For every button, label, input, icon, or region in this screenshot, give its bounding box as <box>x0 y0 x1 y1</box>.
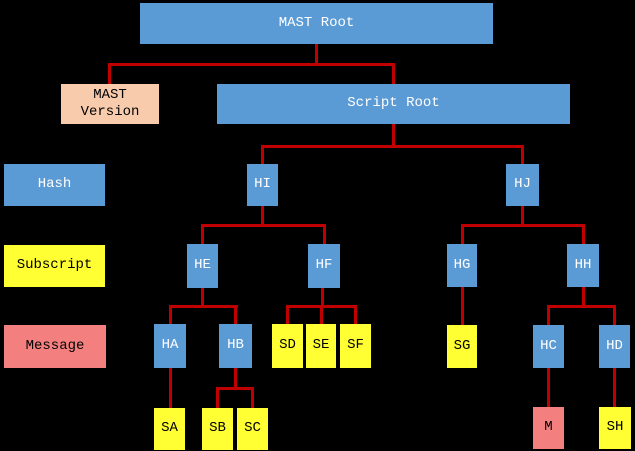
node-hd: HD <box>599 325 630 368</box>
edge-scriptroot-bar <box>261 145 524 148</box>
edge-hi-stem <box>261 206 264 224</box>
edge-drop-hg <box>461 227 464 244</box>
edge-he-stem <box>201 288 204 305</box>
node-sd: SD <box>272 324 303 368</box>
edge-hb-bar <box>216 387 254 390</box>
edge-hi-bar <box>201 224 326 227</box>
edge-drop-hh <box>582 227 585 244</box>
edge-drop-hd <box>613 308 616 325</box>
edge-drop-ha <box>169 308 172 324</box>
node-sc: SC <box>237 408 268 450</box>
edge-mastroot-stem <box>315 44 318 64</box>
node-hi: HI <box>247 164 278 206</box>
node-sf: SF <box>340 324 371 368</box>
edge-drop-hc <box>547 308 550 325</box>
edge-drop-se <box>320 308 323 324</box>
node-sb: SB <box>202 408 233 450</box>
node-hc: HC <box>533 325 564 368</box>
edge-hg-sg <box>461 287 464 325</box>
edge-hd-sh <box>613 368 616 407</box>
node-script-root: Script Root <box>217 84 570 124</box>
edge-drop-he <box>201 227 204 244</box>
node-hj: HJ <box>506 164 539 206</box>
legend-subscript: Subscript <box>4 245 105 287</box>
edge-drop-mast-version <box>108 66 111 84</box>
node-se: SE <box>306 324 336 368</box>
edge-drop-sc <box>251 390 254 408</box>
node-m: M <box>533 407 564 449</box>
node-sg: SG <box>447 325 477 368</box>
node-sa: SA <box>154 408 185 450</box>
node-hf: HF <box>308 244 340 288</box>
legend-hash: Hash <box>4 164 105 206</box>
edge-he-bar <box>169 305 238 308</box>
edge-drop-sb <box>216 390 219 408</box>
edge-drop-hi <box>261 148 264 164</box>
node-ha: HA <box>154 324 186 368</box>
edge-drop-sf <box>354 308 357 324</box>
node-hg: HG <box>447 244 477 287</box>
node-he: HE <box>187 244 218 288</box>
node-hb: HB <box>219 324 252 368</box>
edge-hf-stem <box>321 288 324 305</box>
edge-ha-sa <box>169 368 172 408</box>
node-mast-root: MAST Root <box>140 3 493 44</box>
edge-hb-stem <box>234 368 237 387</box>
node-sh: SH <box>599 407 631 449</box>
edge-scriptroot-stem <box>392 124 395 145</box>
edge-drop-script-root <box>392 66 395 84</box>
edge-drop-hf <box>323 227 326 244</box>
edge-hj-stem <box>521 206 524 224</box>
edge-hj-bar <box>461 224 585 227</box>
edge-hh-stem <box>582 287 585 305</box>
edge-mastroot-bar <box>108 63 395 66</box>
edge-drop-hb <box>234 308 237 324</box>
node-hh: HH <box>567 244 599 287</box>
edge-hc-m <box>547 368 550 407</box>
edge-hf-bar <box>286 305 357 308</box>
legend-message: Message <box>4 325 106 368</box>
edge-drop-sd <box>286 308 289 324</box>
node-mast-version: MAST Version <box>61 84 159 124</box>
edge-drop-hj <box>521 148 524 164</box>
edge-hh-bar <box>547 305 616 308</box>
